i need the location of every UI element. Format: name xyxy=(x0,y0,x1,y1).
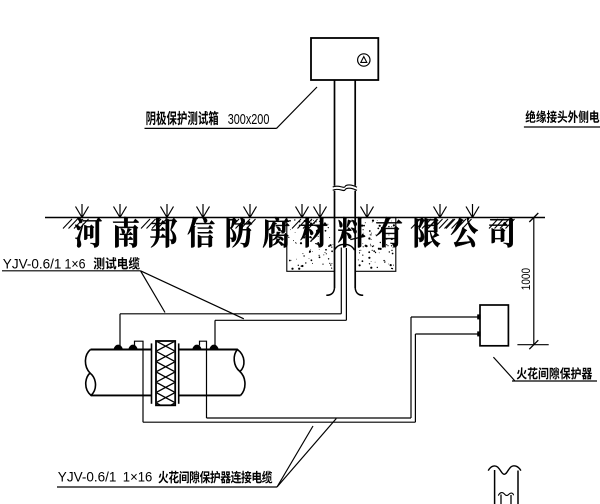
svg-text:YJV-0.6/1: YJV-0.6/1 xyxy=(3,256,62,271)
svg-text:YJV-0.6/1: YJV-0.6/1 xyxy=(58,469,117,484)
svg-text:1000: 1000 xyxy=(520,268,533,290)
svg-text:1×16: 1×16 xyxy=(123,469,152,484)
svg-text:1×6: 1×6 xyxy=(65,256,86,272)
svg-text:300x200: 300x200 xyxy=(228,110,270,127)
